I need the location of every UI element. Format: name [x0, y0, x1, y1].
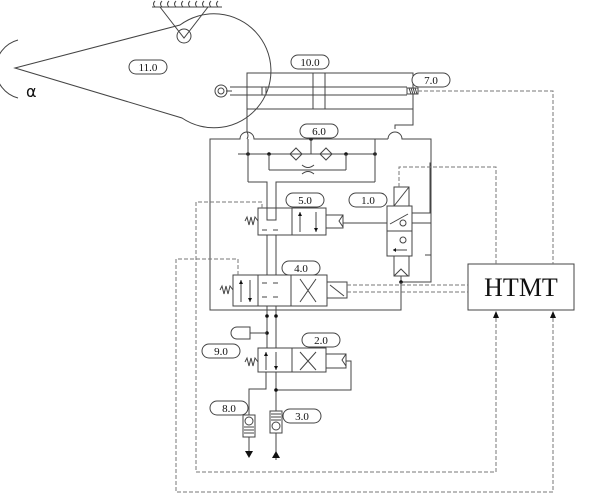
link-pin-outer	[214, 84, 228, 98]
accumulator-9: 9.0	[201, 326, 267, 359]
label-pill-9	[201, 343, 241, 359]
label-2: 2.0	[314, 335, 328, 347]
htmt-controller: HTMT	[467, 263, 575, 318]
valve-4-body	[232, 274, 328, 307]
spring-icon	[244, 215, 259, 226]
valve-5: 5.0	[244, 192, 344, 236]
label-pill-11	[128, 59, 168, 75]
cylinder-10: 10.0	[226, 54, 414, 110]
label-3: 3.0	[295, 411, 309, 423]
shuttle-valve-6: 6.0	[238, 123, 377, 182]
signal-valve-5	[195, 201, 497, 473]
check-valve-8: 8.0	[209, 400, 256, 458]
label-6: 6.0	[312, 126, 326, 138]
label-pill-5	[285, 192, 325, 208]
mount-triangle	[159, 6, 209, 39]
check-valve-3: 3.0	[269, 408, 322, 458]
spring-icon	[244, 356, 259, 367]
signal-sensor	[418, 90, 554, 264]
htmt-label: HTMT	[484, 273, 558, 302]
signal-valve-4-left	[175, 258, 554, 493]
valve-1: 1.0	[348, 186, 413, 277]
label-4: 4.0	[294, 263, 308, 275]
label-7: 7.0	[424, 75, 438, 87]
cylinder-body	[246, 72, 414, 110]
spring-icon	[219, 284, 234, 295]
label-pill-6	[299, 123, 339, 139]
valve-2: 2.0	[244, 332, 347, 373]
label-9: 9.0	[214, 346, 228, 358]
alpha-symbol: α	[26, 82, 37, 101]
hose-left	[209, 131, 370, 268]
lever-body	[13, 13, 272, 129]
ground-hatch	[153, 0, 219, 8]
label-11: 11.0	[139, 62, 158, 74]
hose-right	[387, 131, 432, 256]
sensor-7: 7.0	[406, 72, 451, 95]
pivot-pin	[176, 28, 192, 44]
link-pin-inner	[217, 87, 225, 95]
angle-arc	[0, 39, 19, 99]
label-10: 10.0	[300, 57, 320, 69]
signal-valve-1	[398, 166, 497, 264]
label-pill-7	[411, 72, 451, 88]
label-pill-1	[348, 192, 388, 208]
htmt-box	[467, 263, 575, 311]
label-1: 1.0	[361, 195, 375, 207]
label-pill-2	[301, 332, 341, 348]
label-pill-8	[209, 400, 249, 416]
signal-valve-4	[347, 284, 468, 293]
valve-4: 4.0	[219, 260, 348, 307]
lever-11: α 11.0	[0, 0, 272, 129]
label-8: 8.0	[222, 403, 236, 415]
label-5: 5.0	[298, 195, 312, 207]
label-pill-4	[281, 260, 321, 276]
label-pill-10	[290, 54, 330, 70]
piston	[312, 72, 326, 110]
label-pill-3	[282, 408, 322, 424]
